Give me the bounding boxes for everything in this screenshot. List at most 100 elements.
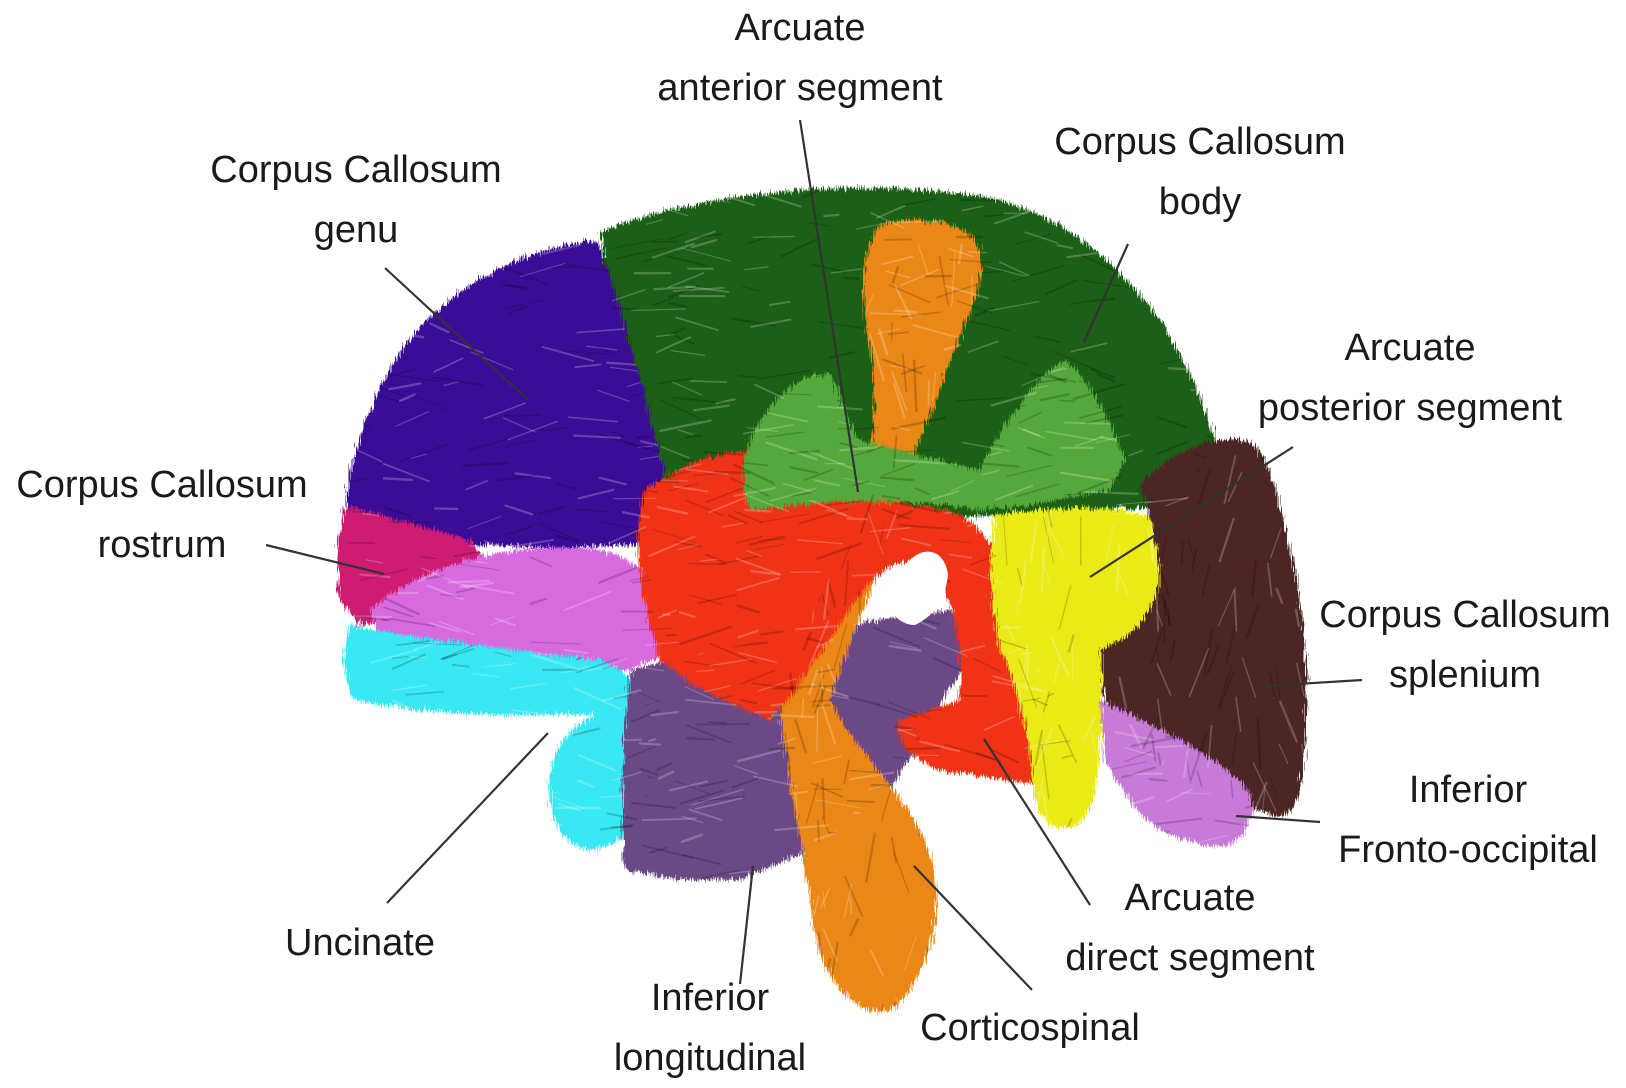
fiber-streak <box>1302 523 1322 570</box>
fiber-streak <box>1206 404 1250 409</box>
fiber-streak <box>360 260 390 273</box>
fiber-streak <box>347 391 371 395</box>
label-arcuate-direct-line1: Arcuate <box>1040 868 1340 928</box>
fiber-streak <box>891 323 892 341</box>
fiber-streak <box>1164 600 1165 642</box>
label-arcuate-anterior-line2: anterior segment <box>640 58 960 118</box>
fiber-streak <box>1158 253 1199 270</box>
fiber-streak <box>505 415 540 416</box>
fiber-streak <box>537 227 581 240</box>
fiber-streak <box>1016 821 1027 846</box>
fiber-streak <box>1146 297 1169 302</box>
fiber-streak <box>960 200 1006 201</box>
fiber-streak <box>850 898 851 913</box>
fiber-streak <box>355 616 391 617</box>
fiber-streak <box>983 271 1004 272</box>
label-ilf-line2: longitudinal <box>570 1028 850 1088</box>
label-ifo-line1: Inferior <box>1310 760 1626 820</box>
fiber-streak <box>486 722 510 728</box>
fiber-streak <box>355 780 390 790</box>
fiber-streak <box>969 252 987 253</box>
fiber-streak <box>847 519 866 520</box>
fiber-streak <box>406 817 430 821</box>
fiber-streak <box>938 900 939 929</box>
fiber-streak <box>1124 819 1137 847</box>
label-ilf-line1: Inferior <box>570 968 850 1028</box>
label-cc-rostrum: Corpus Callosum rostrum <box>2 455 322 575</box>
fiber-streak <box>1102 236 1144 253</box>
fiber-streak <box>927 792 981 796</box>
fiber-streak <box>931 804 957 813</box>
fiber-streak <box>474 841 505 847</box>
fiber-streak <box>1060 401 1075 402</box>
fiber-streak <box>356 833 388 841</box>
fiber-streak <box>905 807 941 816</box>
fiber-streak <box>941 784 956 832</box>
fiber-streak <box>1150 779 1166 781</box>
label-ifo-line2: Fronto-occipital <box>1310 820 1626 880</box>
fiber-streak <box>623 200 655 215</box>
fiber-streak <box>640 743 660 744</box>
fiber-streak <box>357 299 372 304</box>
fiber-streak <box>971 864 1004 880</box>
fiber-streak <box>1144 837 1169 843</box>
fiber-streak <box>650 195 697 197</box>
fiber-streak <box>403 824 430 826</box>
fiber-streak <box>1184 289 1222 303</box>
fiber-streak <box>625 740 641 741</box>
fiber-streak <box>506 734 545 742</box>
fiber-streak <box>689 564 725 565</box>
label-cc-body: Corpus Callosum body <box>1040 112 1360 232</box>
fiber-streak <box>919 821 920 836</box>
fiber-streak <box>374 263 388 268</box>
fiber-streak <box>345 337 373 342</box>
fiber-streak <box>353 718 396 726</box>
leader-line-ilf <box>740 866 753 984</box>
label-arcuate-posterior-line1: Arcuate <box>1245 318 1575 378</box>
fiber-streak <box>1190 347 1217 359</box>
fiber-streak <box>845 278 859 279</box>
fiber-streak <box>387 287 406 291</box>
fiber-streak <box>384 478 412 479</box>
fiber-streak <box>682 192 730 203</box>
fiber-streak <box>897 177 942 191</box>
fiber-streak <box>395 733 422 744</box>
label-cc-splenium: Corpus Callosum splenium <box>1305 585 1625 705</box>
label-cc-splenium-line2: splenium <box>1305 645 1625 705</box>
fiber-streak <box>1304 528 1318 571</box>
fiber-streak <box>951 819 954 838</box>
fiber-streak <box>1251 820 1282 827</box>
fiber-streak <box>385 796 401 800</box>
fiber-streak <box>1199 242 1213 247</box>
fiber-streak <box>1110 774 1118 827</box>
fiber-streak <box>438 777 480 788</box>
fiber-streak <box>859 592 860 617</box>
fiber-streak <box>895 311 917 312</box>
fiber-streak <box>1029 783 1030 824</box>
fiber-streak <box>441 784 464 785</box>
fiber-streak <box>509 805 533 816</box>
fiber-streak <box>664 180 707 193</box>
fiber-streak <box>553 267 574 268</box>
fiber-streak <box>818 821 819 841</box>
fiber-streak <box>523 714 556 729</box>
fiber-streak <box>1202 310 1251 320</box>
label-arcuate-direct-line2: direct segment <box>1040 928 1340 988</box>
fiber-streak <box>476 769 513 770</box>
label-arcuate-posterior: Arcuate posterior segment <box>1245 318 1575 438</box>
fiber-streak <box>347 746 396 752</box>
label-uncinate-line1: Uncinate <box>240 913 480 973</box>
label-cc-rostrum-line2: rostrum <box>2 515 322 575</box>
fiber-streak <box>907 776 937 789</box>
label-arcuate-anterior-line1: Arcuate <box>640 0 960 58</box>
fiber-streak <box>687 738 714 740</box>
fiber-streak <box>469 546 483 547</box>
label-uncinate: Uncinate <box>240 913 480 973</box>
label-corticospinal: Corticospinal <box>900 998 1160 1058</box>
fiber-streak <box>1295 503 1297 526</box>
fiber-streak <box>388 343 403 345</box>
fiber-streak <box>1072 641 1073 678</box>
label-arcuate-posterior-line2: posterior segment <box>1245 378 1575 438</box>
label-ilf: Inferior longitudinal <box>570 968 850 1088</box>
label-cc-genu-line1: Corpus Callosum <box>196 140 516 200</box>
